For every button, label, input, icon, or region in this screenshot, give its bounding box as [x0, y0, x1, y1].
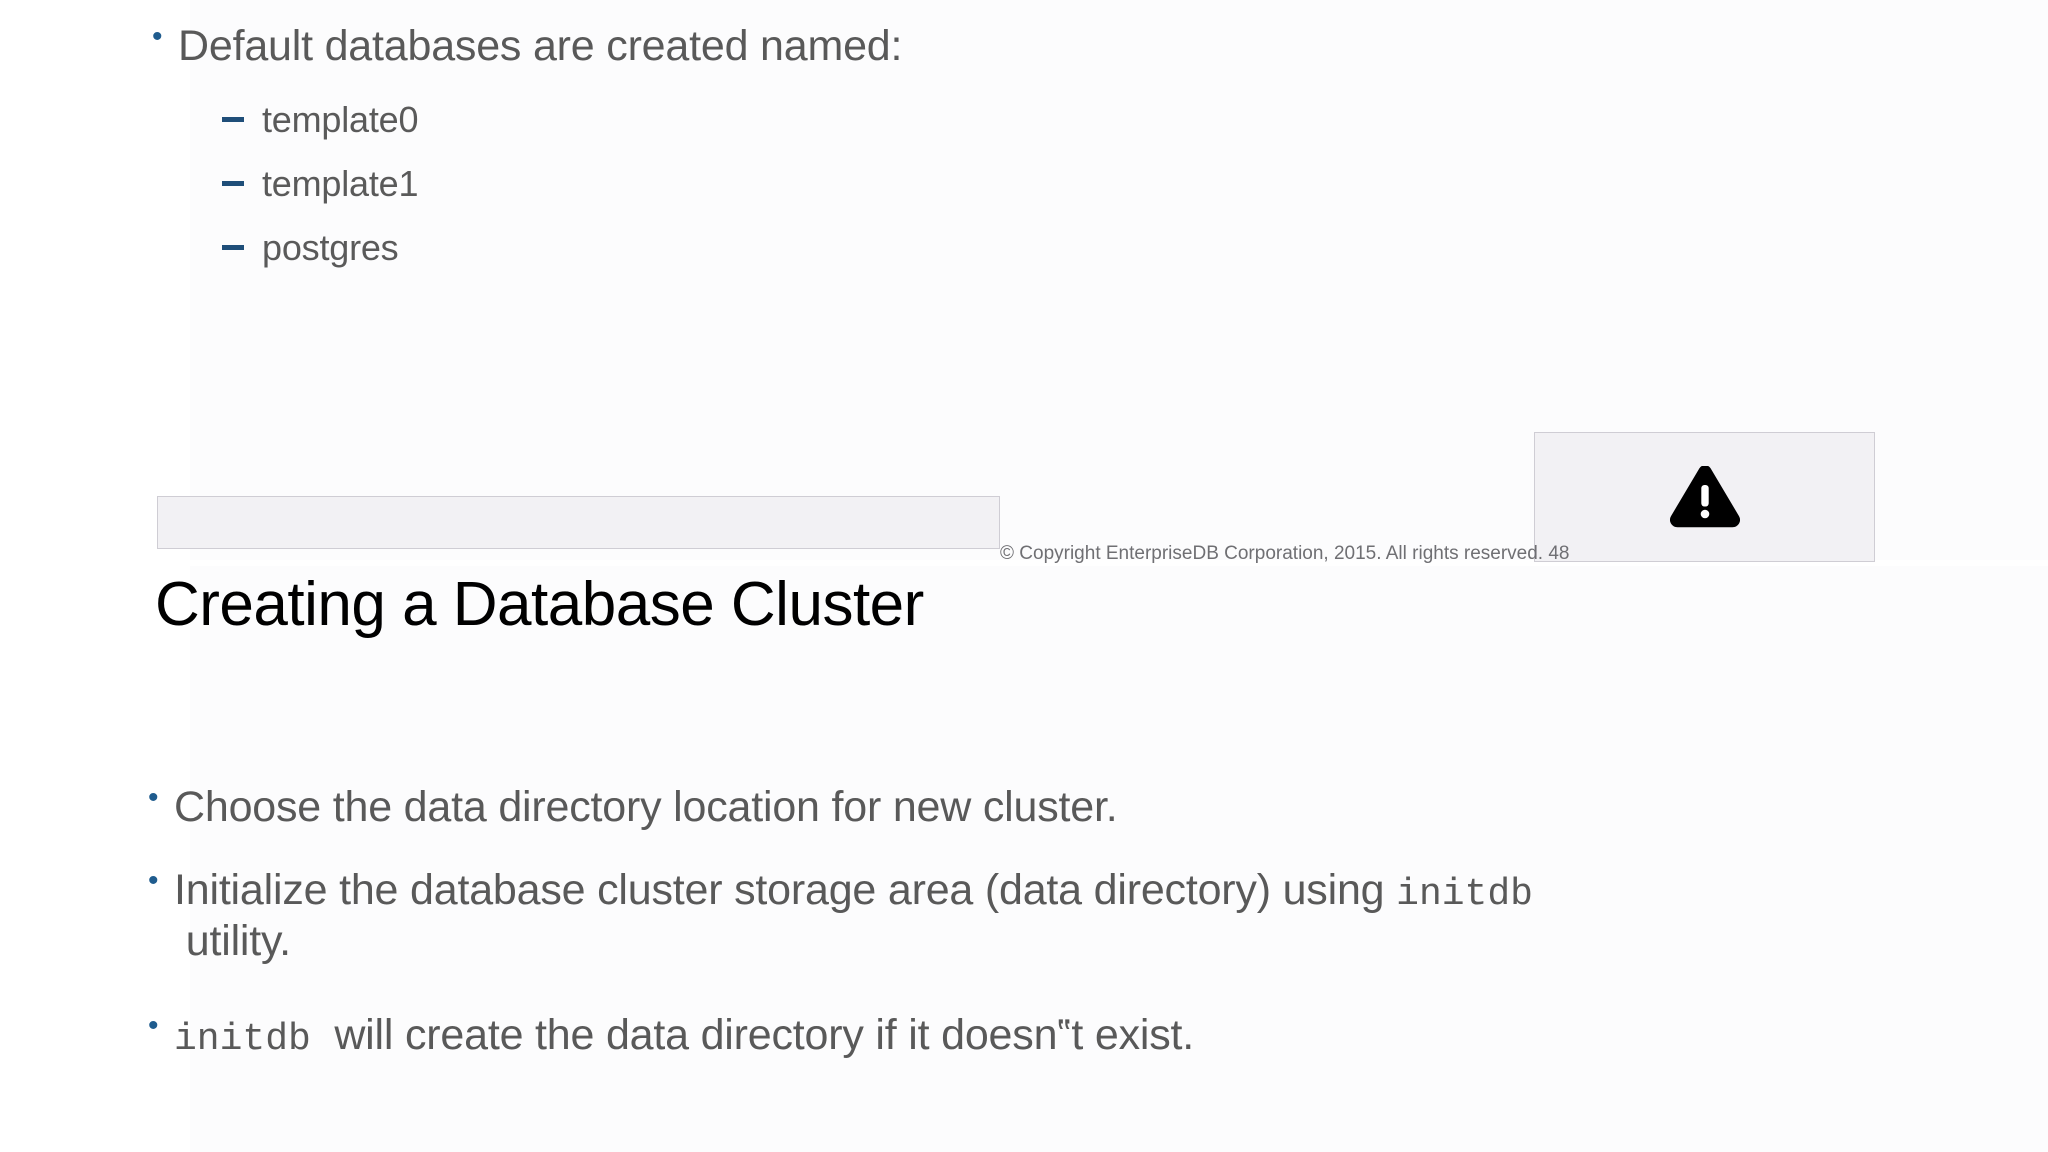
dash-marker-icon: [222, 245, 244, 251]
bullet-initialize-cluster: • Initialize the database cluster storag…: [148, 866, 1908, 965]
warning-triangle-icon: [1669, 466, 1740, 528]
inline-text: Choose the data directory location for n…: [174, 783, 1118, 831]
bullet-text: Initialize the database cluster storage …: [174, 866, 1533, 965]
bullet-dot-icon: •: [148, 864, 159, 897]
copyright-footer: © Copyright EnterpriseDB Corporation, 20…: [1000, 543, 1570, 564]
bullet-choose-data-directory: • Choose the data directory location for…: [148, 781, 1748, 832]
inline-text: will create the data directory if it doe…: [310, 1011, 1195, 1059]
dash-marker-icon: [222, 117, 244, 123]
sub-bullet-label: template1: [262, 163, 419, 204]
bullet-text: initdb will create the data directory if…: [174, 1011, 1194, 1062]
inline-code: initdb: [1396, 873, 1533, 916]
sub-bullet-label: postgres: [262, 227, 399, 268]
bottom-slide-canvas: [190, 566, 2048, 1152]
bullet-initdb-creates-directory: • initdb will create the data directory …: [148, 1011, 1748, 1062]
content-placeholder-box[interactable]: [157, 496, 1000, 549]
bullet-default-databases: • Default databases are created named:: [152, 20, 903, 71]
bullet-dot-icon: •: [148, 1009, 159, 1042]
bullet-text: Choose the data directory location for n…: [174, 783, 1118, 831]
page-title: Creating a Database Cluster: [155, 570, 924, 639]
bullet-dot-icon: •: [148, 781, 159, 814]
inline-text: Initialize the database cluster storage …: [174, 866, 1397, 914]
sub-bullet-label: template0: [262, 99, 419, 140]
sub-bullet-template1: template1: [222, 163, 419, 204]
inline-text: utility.: [185, 916, 291, 965]
sub-bullet-template0: template0: [222, 99, 419, 140]
bullet-dot-icon: •: [152, 20, 163, 53]
warning-placeholder-box[interactable]: [1534, 432, 1875, 562]
inline-code: initdb: [174, 1018, 311, 1061]
dash-marker-icon: [222, 181, 244, 187]
bullet-text: Default databases are created named:: [178, 22, 903, 70]
sub-bullet-postgres: postgres: [222, 227, 399, 268]
